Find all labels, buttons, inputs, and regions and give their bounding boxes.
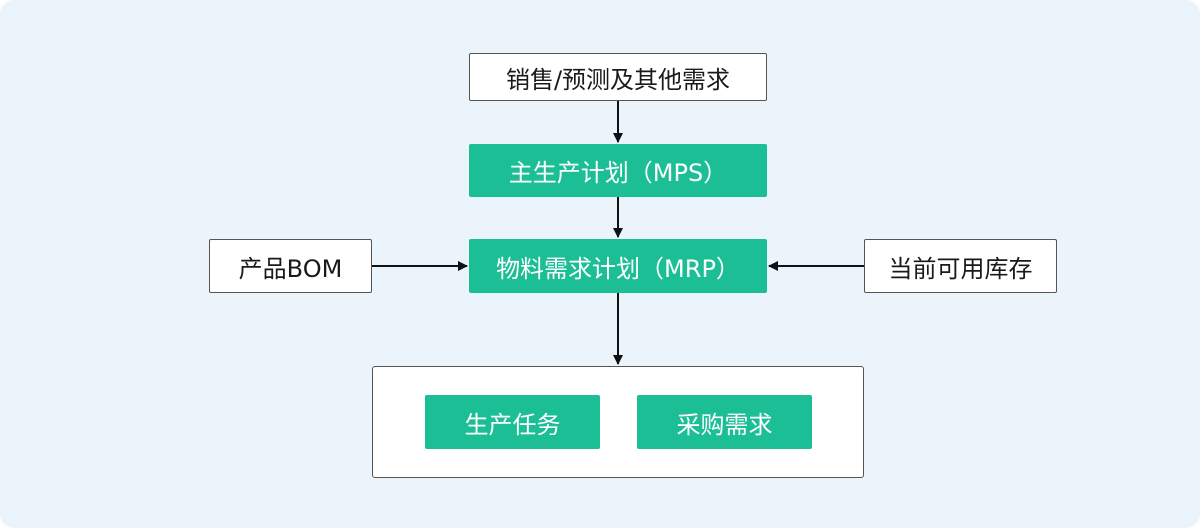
node-bom: 产品BOM (209, 239, 372, 293)
node-production-tasks: 生产任务 (425, 395, 600, 449)
node-sales-forecast: 销售/预测及其他需求 (469, 53, 767, 101)
node-inventory: 当前可用库存 (864, 239, 1057, 293)
node-purchase-demand: 采购需求 (637, 395, 812, 449)
node-mps: 主生产计划（MPS） (469, 144, 767, 197)
node-mrp: 物料需求计划（MRP） (469, 239, 767, 293)
